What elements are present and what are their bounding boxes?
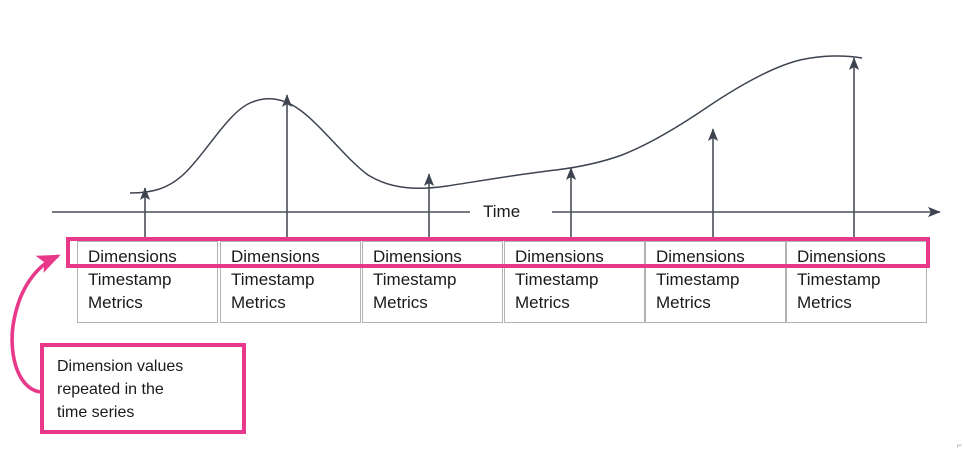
record-field-metrics: Metrics [88, 293, 143, 312]
record-field-dimensions: Dimensions [231, 247, 320, 266]
record-box-6[interactable]: Dimensions Timestamp Metrics [786, 241, 927, 323]
time-axis-label: Time [473, 202, 531, 222]
callout-line-1: Dimension values [57, 358, 184, 375]
record-field-dimensions: Dimensions [515, 247, 604, 266]
record-box-4[interactable]: Dimensions Timestamp Metrics [504, 241, 645, 323]
record-field-dimensions: Dimensions [88, 247, 177, 266]
corner-mark: ⌐ [956, 440, 962, 450]
record-field-timestamp: Timestamp [656, 270, 740, 289]
record-box-5[interactable]: Dimensions Timestamp Metrics [645, 241, 786, 323]
record-field-metrics: Metrics [656, 293, 711, 312]
record-field-metrics: Metrics [231, 293, 286, 312]
record-field-metrics: Metrics [515, 293, 570, 312]
record-field-timestamp: Timestamp [797, 270, 881, 289]
callout-box: Dimension values repeated in the time se… [40, 343, 246, 434]
record-field-timestamp: Timestamp [515, 270, 599, 289]
record-box-1[interactable]: Dimensions Timestamp Metrics [77, 241, 218, 323]
callout-line-2: repeated in the [57, 381, 164, 398]
record-box-3[interactable]: Dimensions Timestamp Metrics [362, 241, 503, 323]
record-field-dimensions: Dimensions [656, 247, 745, 266]
record-box-2[interactable]: Dimensions Timestamp Metrics [220, 241, 361, 323]
record-field-dimensions: Dimensions [373, 247, 462, 266]
record-field-timestamp: Timestamp [231, 270, 315, 289]
record-field-timestamp: Timestamp [88, 270, 172, 289]
callout-line-3: time series [57, 404, 135, 421]
time-series-curve [129, 55, 863, 194]
record-field-metrics: Metrics [797, 293, 852, 312]
record-field-metrics: Metrics [373, 293, 428, 312]
record-field-timestamp: Timestamp [373, 270, 457, 289]
record-field-dimensions: Dimensions [797, 247, 886, 266]
